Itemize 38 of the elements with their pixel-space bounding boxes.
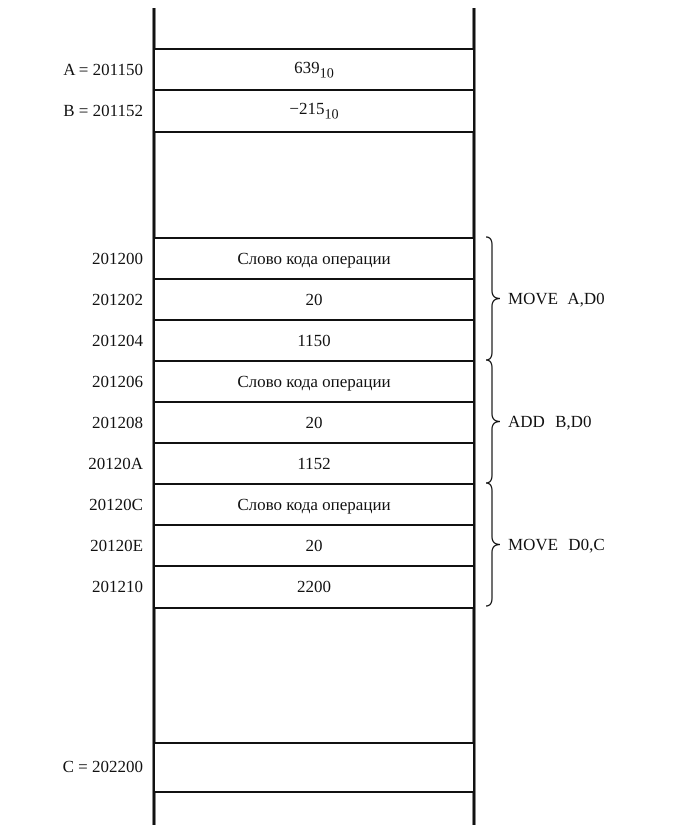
cell-value: 20 [306, 290, 322, 310]
memory-cell [153, 360, 475, 404]
address-label: A = 201150 [63, 60, 143, 80]
cell-value: 1150 [297, 330, 331, 351]
memory-cell [153, 48, 475, 92]
empty-memory-cell [153, 742, 475, 792]
memory-cell [153, 278, 475, 322]
instruction-label: MOVE D0,C [508, 534, 605, 554]
address-label: 201202 [92, 290, 143, 310]
cell-value: Слово кода операции [237, 248, 391, 269]
cell-value: −215$_{10}$ [289, 98, 339, 123]
memory-cell [153, 89, 475, 132]
memory-cell [153, 401, 475, 444]
memory-cell [153, 319, 475, 362]
cell-value: 20 [306, 412, 322, 433]
instruction-label: ADD B,D0 [508, 412, 592, 432]
memory-cell [153, 483, 475, 526]
address-label: 201206 [92, 372, 143, 392]
address-label: 20120E [90, 536, 143, 556]
address-label: 20120C [89, 494, 143, 514]
address-label: 201210 [92, 576, 143, 596]
cell-value: Слово кода операции [237, 372, 391, 392]
memory-cell [153, 237, 475, 280]
address-label: 201204 [92, 330, 143, 350]
instruction-label: MOVE A,D0 [508, 288, 605, 308]
address-label: 201200 [92, 248, 143, 268]
cell-value: 639$_{10}$ [294, 58, 334, 82]
cell-value: 2200 [297, 576, 331, 597]
cell-value: Слово кода операции [237, 494, 391, 515]
memory-cell [153, 565, 475, 608]
cell-value: 20 [306, 536, 322, 556]
address-label: B = 201152 [63, 100, 143, 120]
address-label: 201208 [92, 412, 143, 432]
memory-cell [153, 524, 475, 568]
address-label: C = 202200 [62, 757, 143, 777]
cell-value: 1152 [297, 454, 331, 474]
address-label: 20120A [88, 454, 143, 474]
memory-cell [153, 442, 475, 486]
